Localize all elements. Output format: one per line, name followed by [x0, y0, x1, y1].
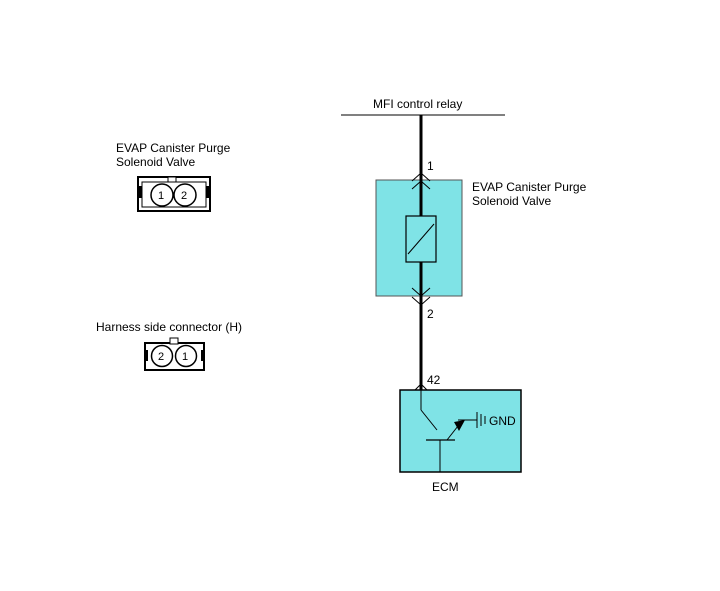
ecm-pin-42: 42	[427, 373, 441, 387]
pin-1-mark-lower	[411, 180, 431, 190]
harness-connector-title: Harness side connector (H)	[96, 320, 243, 334]
harness-pin-1: 1	[182, 351, 189, 363]
coil-diagonal	[407, 223, 435, 255]
component-connector	[137, 176, 211, 212]
pin-42-mark	[414, 383, 428, 391]
solenoid-pin-top: 1	[427, 159, 434, 173]
solenoid-pin-bottom: 2	[427, 307, 434, 321]
harness-pin-2: 2	[158, 351, 165, 363]
ground-icon	[476, 412, 486, 428]
component-connector-title-1: EVAP Canister Purge	[116, 141, 231, 155]
harness-connector	[144, 337, 205, 371]
relay-label: MFI control relay	[373, 97, 463, 111]
solenoid-label-1: EVAP Canister Purge	[472, 180, 587, 194]
gnd-label: GND	[489, 414, 516, 428]
component-pin-1: 1	[158, 190, 165, 202]
ecm-label: ECM	[432, 480, 459, 494]
pin-1-mark-upper	[411, 172, 431, 182]
component-pin-2: 2	[181, 190, 188, 202]
pin-2-mark-upper	[411, 287, 431, 297]
transistor-icon	[420, 390, 477, 472]
ecm-module	[399, 389, 522, 473]
component-connector-title-2: Solenoid Valve	[116, 155, 196, 169]
solenoid-label-2: Solenoid Valve	[472, 194, 552, 208]
pin-2-mark-lower	[411, 296, 431, 306]
